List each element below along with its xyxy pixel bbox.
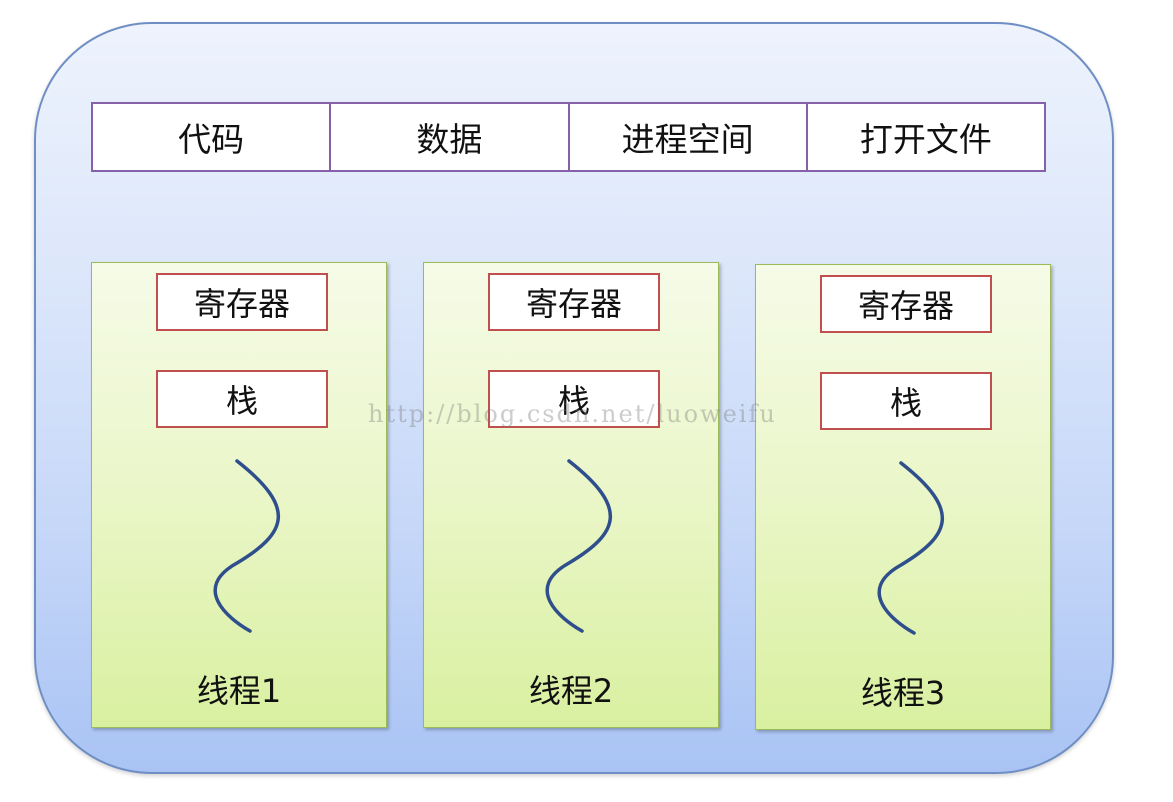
thread-2-label: 线程2 xyxy=(528,672,614,710)
resource-open-files: 打开文件 xyxy=(859,120,992,159)
shared-resources-bar: 代码 数据 进程空间 打开文件 xyxy=(91,102,1046,172)
thread-1-box: 寄存器 栈 线程1 xyxy=(91,262,387,728)
thread-1-label: 线程1 xyxy=(196,672,282,710)
resource-code: 代码 xyxy=(93,104,332,170)
thread-3-label: 线程3 xyxy=(860,674,946,712)
thread-2-stack: 栈 xyxy=(488,370,660,428)
watermark: http://blog.csdn.net/luoweifu xyxy=(368,400,777,428)
thread-1-register: 寄存器 xyxy=(156,273,328,331)
thread-1-stack: 栈 xyxy=(156,370,328,428)
thread-1-wave-icon xyxy=(213,459,281,633)
thread-3-stack: 栈 xyxy=(820,372,992,430)
thread-2-register: 寄存器 xyxy=(488,273,660,331)
thread-2-wave-icon xyxy=(545,459,613,633)
thread-3-register: 寄存器 xyxy=(820,275,992,333)
thread-3-wave-icon xyxy=(877,461,945,635)
resource-process-space: 进程空间 xyxy=(570,104,808,170)
resource-data: 数据 xyxy=(331,104,570,170)
thread-3-box: 寄存器 栈 线程3 xyxy=(755,264,1051,730)
thread-2-box: 寄存器 栈 线程2 xyxy=(423,262,719,728)
